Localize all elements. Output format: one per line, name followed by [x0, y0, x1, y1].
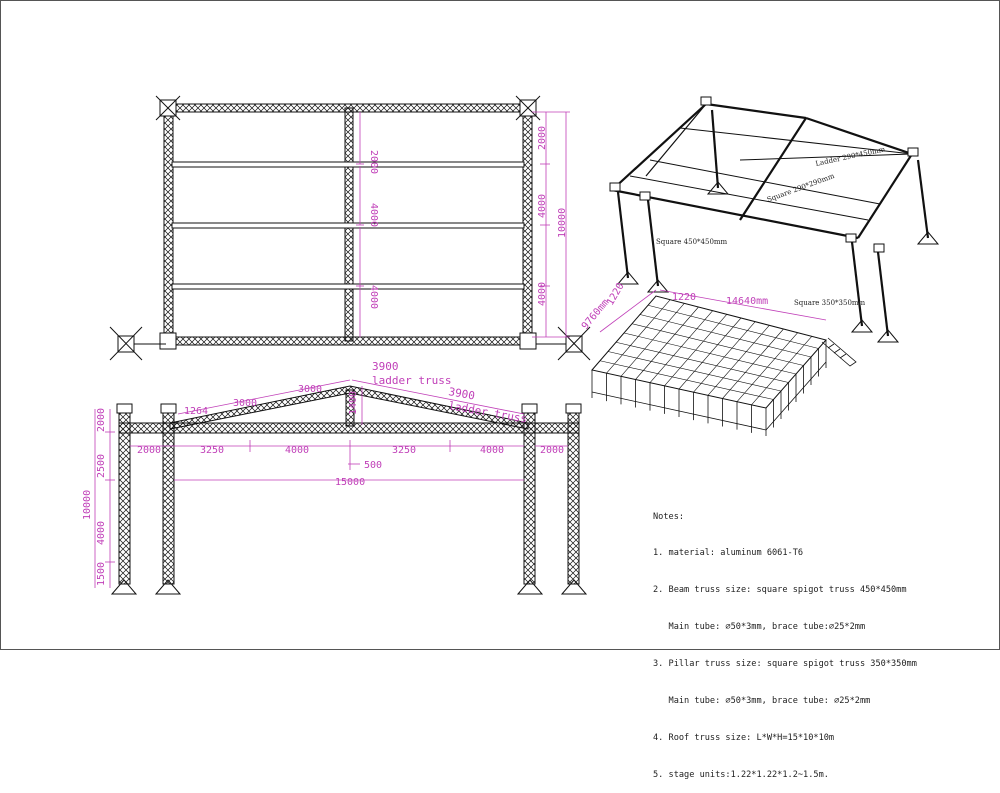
plan-dim-2: 4000 [368, 203, 379, 227]
notes-line-3: Main tube: ∅50*3mm, brace tube:∅25*2mm [653, 622, 866, 633]
span-dim-2: 3250 [200, 445, 224, 456]
elevation-view: 1264 3000 3000 3900 ladder truss 3900 la… [82, 360, 588, 595]
notes-block: Notes: 1. material: aluminum 6061-T6 2. … [653, 486, 917, 793]
plan-view: 2000 4000 4000 2000 4000 4000 10000 [109, 95, 591, 361]
notes-line-2: 2. Beam truss size: square spigot truss … [653, 585, 907, 596]
plan-dim-1: 2000 [368, 150, 379, 174]
iso-label-square-290: Square 290*290mm [766, 172, 836, 204]
iso-label-square-450: Square 450*450mm [656, 238, 728, 246]
roof-ladder-label-1: ladder truss [372, 374, 451, 387]
notes-line-7: 5. stage units:1.22*1.22*1.2~1.5m. [653, 769, 829, 780]
iso-feet [616, 181, 940, 343]
plan-right-dim-2: 4000 [537, 194, 548, 218]
stage-grid-line [707, 325, 770, 396]
notes-line-1: 1. material: aluminum 6061-T6 [653, 548, 804, 559]
stage-dim-length: 14640mm [726, 296, 768, 307]
span-dim-4: 3250 [392, 445, 416, 456]
roof-dim-2: 3000 [233, 398, 257, 409]
iso-label-square-350: Square 350*350mm [794, 299, 866, 307]
stage-dim-unit-1: 1220 [605, 281, 627, 307]
span-dim-1: 2000 [137, 445, 161, 456]
roof-dim-5: 3900 [447, 385, 475, 402]
stage-grid-line [620, 303, 685, 377]
roof-ladder-label-2: ladder truss [447, 399, 528, 426]
height-dim-3: 4000 [96, 521, 107, 545]
height-dim-4: 1500 [96, 562, 107, 586]
stage-grid-line [606, 299, 671, 374]
plan-dim-3: 4000 [368, 285, 379, 309]
total-height: 10000 [82, 490, 93, 520]
notes-line-5: Main tube: ∅50*3mm, brace tube: ∅25*2mm [653, 696, 871, 707]
iso-view [611, 102, 930, 337]
iso-caps [609, 96, 919, 253]
height-dim-2: 2500 [96, 454, 107, 478]
stage-grid-line [722, 328, 784, 399]
roof-dim-3: 3000 [298, 384, 322, 395]
span-dim-5: 4000 [480, 445, 504, 456]
stage-grid-line [664, 314, 728, 387]
notes-line-4: 3. Pillar truss size: square spigot trus… [653, 659, 917, 670]
span-dim-3: 4000 [285, 445, 309, 456]
plan-right-dim-3: 4000 [537, 282, 548, 306]
notes-heading: Notes: [653, 511, 685, 522]
notes-line-6: 4. Roof truss size: L*W*H=15*10*10m [653, 732, 835, 743]
stage-grid-line [751, 336, 813, 406]
stage-grid-line [649, 310, 713, 383]
stage-grid-line [635, 306, 699, 380]
stage-grid-line [736, 332, 798, 402]
truss-drawing: 2000 4000 4000 2000 4000 4000 10000 [82, 95, 940, 595]
stage-dim-unit-2: 1220 [672, 292, 696, 303]
stage-grid-line [693, 321, 756, 393]
span-dim-6: 2000 [540, 445, 564, 456]
roof-dim-1: 1264 [184, 406, 208, 417]
roof-dim-4: 3900 [372, 360, 399, 373]
ridge-height: 1400 [348, 391, 359, 415]
center-dim: 500 [364, 460, 382, 471]
total-span: 15000 [335, 477, 365, 488]
stage-brace [765, 361, 827, 431]
stage-brace [591, 391, 767, 431]
height-dim-1: 2000 [96, 408, 107, 432]
plan-right-dim-1: 2000 [537, 126, 548, 150]
stage-grid-line [678, 317, 742, 390]
plan-total-height: 10000 [557, 208, 568, 238]
